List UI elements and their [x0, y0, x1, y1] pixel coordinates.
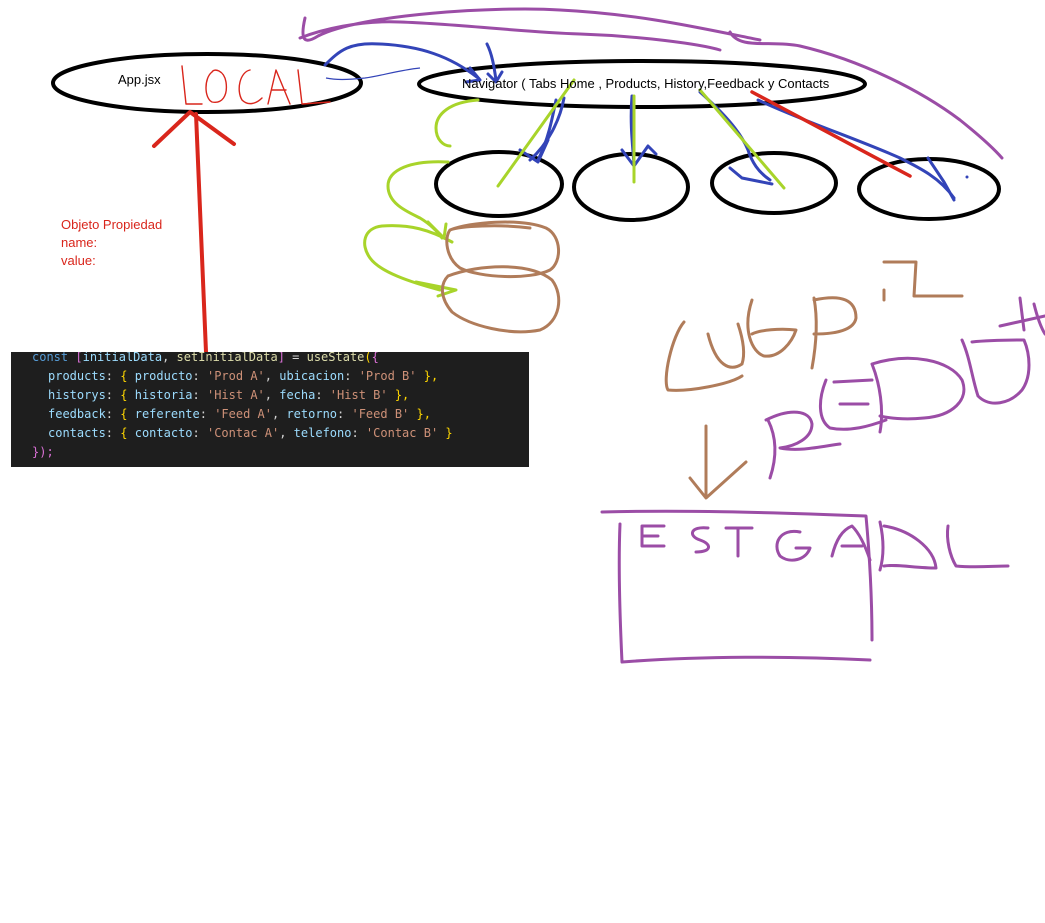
- app-node-label: App.jsx: [118, 72, 161, 87]
- purple-top-arc: [298, 7, 1004, 160]
- navigator-node: [417, 59, 867, 109]
- code-line-closing: });: [32, 445, 54, 459]
- tab-node-1: [434, 150, 564, 218]
- use-reducer-handwriting: [664, 260, 964, 392]
- down-arrow: [688, 424, 748, 500]
- tab-node-4: [857, 157, 1001, 221]
- code-line-contacts: contacts: { contacto: 'Contac A', telefo…: [48, 426, 453, 440]
- note-value: value:: [61, 253, 96, 268]
- blue-arrows: [323, 42, 956, 202]
- tab-node-3: [710, 151, 838, 215]
- navigator-node-label: Navigator ( Tabs Home , Products, Histor…: [462, 76, 830, 91]
- tab-node-2: [572, 152, 690, 222]
- blue-dot: [965, 175, 969, 179]
- estado-box: [600, 509, 1010, 664]
- red-strike: [750, 90, 912, 178]
- reducer-purple-handwriting: [764, 296, 1045, 480]
- code-line-feedback: feedback: { referente: 'Feed A', retorno…: [48, 407, 431, 421]
- code-line-products: products: { producto: 'Prod A', ubicacio…: [48, 369, 439, 383]
- code-snippet: const [initialData, setInitialData] = us…: [11, 352, 529, 467]
- local-handwriting: [181, 65, 331, 105]
- code-line-1: const [initialData, setInitialData] = us…: [32, 352, 379, 364]
- note-name: name:: [61, 235, 98, 250]
- brown-shapes: [441, 220, 561, 334]
- app-to-navigator-link: [325, 67, 421, 81]
- red-arrow: [152, 110, 236, 354]
- code-line-historys: historys: { historia: 'Hist A', fecha: '…: [48, 388, 410, 402]
- app-node: [51, 52, 363, 114]
- object-property-note: Objeto Propiedad name: value:: [61, 216, 162, 270]
- note-title: Objeto Propiedad: [61, 217, 163, 232]
